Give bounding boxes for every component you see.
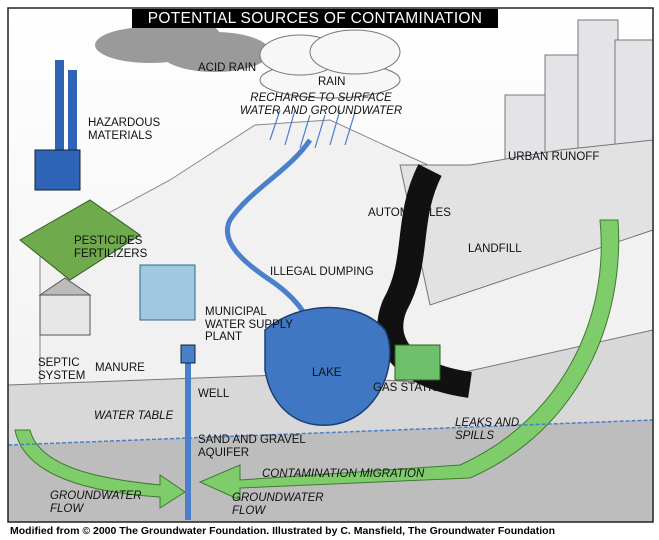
water-plant	[139, 264, 196, 321]
label-contamination-migration: CONTAMINATION MIGRATION	[262, 468, 425, 480]
label-rain: RAIN	[318, 76, 346, 88]
lake	[264, 306, 391, 426]
label-leaks-spills: LEAKS AND SPILLS	[455, 417, 520, 442]
label-manure: MANURE	[95, 362, 145, 374]
diagram-frame	[7, 7, 654, 523]
factory	[34, 60, 81, 191]
label-septic-system: SEPTIC SYSTEM	[38, 357, 86, 382]
label-hazardous-materials: HAZARDOUS MATERIALS	[88, 117, 161, 142]
well-pipe	[180, 344, 196, 520]
label-water-table: WATER TABLE	[94, 410, 174, 422]
groundwater-flow-arrows	[14, 219, 620, 509]
rain-streaks	[269, 109, 356, 149]
label-illegal-dumping: ILLEGAL DUMPING	[270, 266, 374, 278]
gas-station-building	[394, 344, 441, 381]
label-fertilizers: FERTILIZERS	[74, 248, 148, 260]
label-groundwater-flow-left: GROUNDWATER FLOW	[50, 490, 142, 515]
label-automobiles: AUTOMOBILES	[368, 207, 451, 219]
label-lake: LAKE	[312, 367, 342, 379]
label-landfill: LANDFILL	[468, 243, 522, 255]
label-gas-station: GAS STATION	[373, 382, 449, 394]
label-recharge: RECHARGE TO SURFACE WATER AND GROUNDWATE…	[239, 92, 403, 117]
label-acid-rain: ACID RAIN	[198, 62, 257, 74]
rain-cloud	[259, 29, 401, 99]
diagram-title: POTENTIAL SOURCES OF CONTAMINATION	[132, 9, 498, 28]
credit-line: Modified from © 2000 The Groundwater Fou…	[10, 525, 556, 537]
farm-barn	[38, 277, 92, 336]
label-well: WELL	[198, 388, 230, 400]
label-aquifer: SAND AND GRAVEL AQUIFER	[198, 434, 306, 459]
label-pesticides: PESTICIDES	[74, 235, 143, 247]
river	[224, 138, 323, 346]
water-table-line	[7, 419, 654, 446]
crop-field	[19, 199, 141, 281]
label-urban-runoff: URBAN RUNOFF	[508, 151, 600, 163]
label-groundwater-flow-right: GROUNDWATER FLOW	[232, 492, 324, 517]
label-municipal-plant: MUNICIPAL WATER SUPPLY PLANT	[205, 306, 293, 343]
